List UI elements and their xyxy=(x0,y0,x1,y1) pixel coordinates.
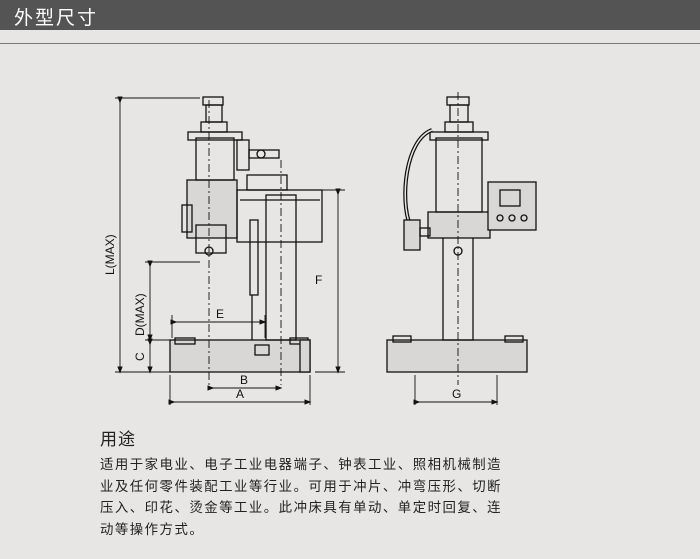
dim-label-E: E xyxy=(216,307,224,321)
dim-label-D: D(MAX) xyxy=(133,293,147,336)
side-view-dimensions xyxy=(413,375,499,405)
section-title: 外型尺寸 xyxy=(14,7,99,29)
header-divider xyxy=(0,43,700,44)
dim-label-G: G xyxy=(452,387,461,401)
front-view-dimensions xyxy=(115,96,345,405)
usage-title: 用途 xyxy=(100,430,136,450)
side-view-machine xyxy=(386,92,537,385)
dim-label-B: B xyxy=(240,373,248,387)
usage-description: 适用于家电业、电子工业电器端子、钟表工业、照相机械制造 业及任何零件装配工业等行… xyxy=(100,455,600,541)
dim-label-L: L(MAX) xyxy=(103,234,117,275)
usage-line: 业及任何零件装配工业等行业。可用于冲片、冲弯压形、切断 xyxy=(100,479,503,495)
usage-line: 压入、印花、烫金等工业。此冲床具有单动、单定时回复、连 xyxy=(100,501,503,516)
front-view-machine xyxy=(169,96,323,385)
header-bar: 外型尺寸 xyxy=(0,0,700,30)
dim-label-C: C xyxy=(133,352,147,361)
dim-label-F: F xyxy=(315,273,322,287)
usage-line: 适用于家电业、电子工业电器端子、钟表工业、照相机械制造 xyxy=(100,458,503,473)
dimension-drawing: L(MAX) D(MAX) C E B A F G xyxy=(103,92,537,405)
dim-label-A: A xyxy=(236,387,244,401)
usage-line: 动等操作方式。 xyxy=(100,522,205,538)
